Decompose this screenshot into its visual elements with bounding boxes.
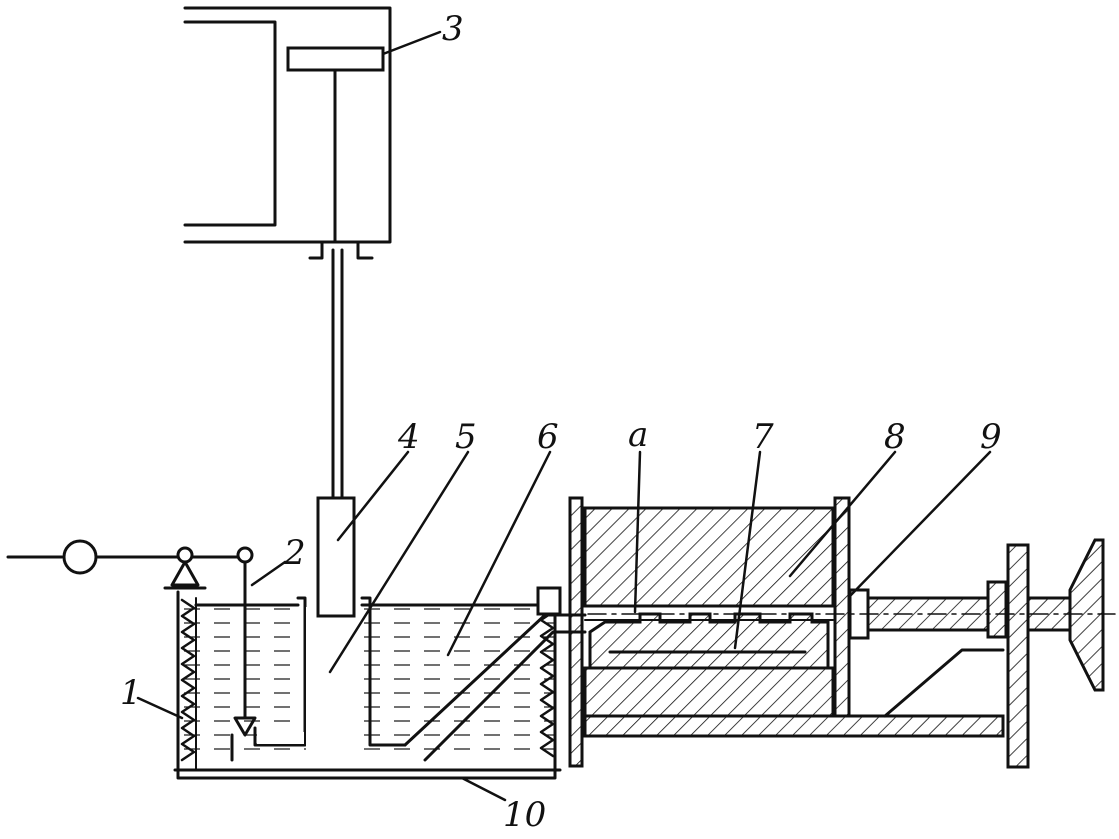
clamp-screw [587,538,1116,769]
label-mold-insert: 7 [752,417,774,457]
screw-support [1006,543,1030,769]
weighing-frame [183,6,392,500]
label-clamp-screw: 9 [980,417,1002,457]
displacer [316,496,356,618]
label-heater: 1 [120,673,142,713]
label-displacer: 4 [398,417,420,457]
heater-coil-right [539,610,555,758]
handwheel [1068,538,1105,692]
mold-assembly [568,496,1005,768]
label-level-sensor: 2 [284,533,306,573]
label-mold-body: 8 [884,417,906,457]
indicator-lamp [62,539,98,575]
melt-tank [163,496,587,780]
heater-coil-left [180,598,196,762]
control-circuit [6,539,257,737]
label-weight-sensor: 3 [442,9,464,49]
leader-lines [136,30,992,802]
label-feed-pipe: 10 [503,795,547,835]
label-tank-partition: 5 [455,417,477,457]
mold-lower [583,666,835,718]
label-cavity: a [628,415,649,455]
mold-insert [588,612,830,670]
mold-plate-left [568,496,584,768]
balance-beam [286,46,385,72]
mold-plate-right [833,496,851,718]
mold-upper [583,506,835,608]
label-melt-tank: 6 [537,417,559,457]
